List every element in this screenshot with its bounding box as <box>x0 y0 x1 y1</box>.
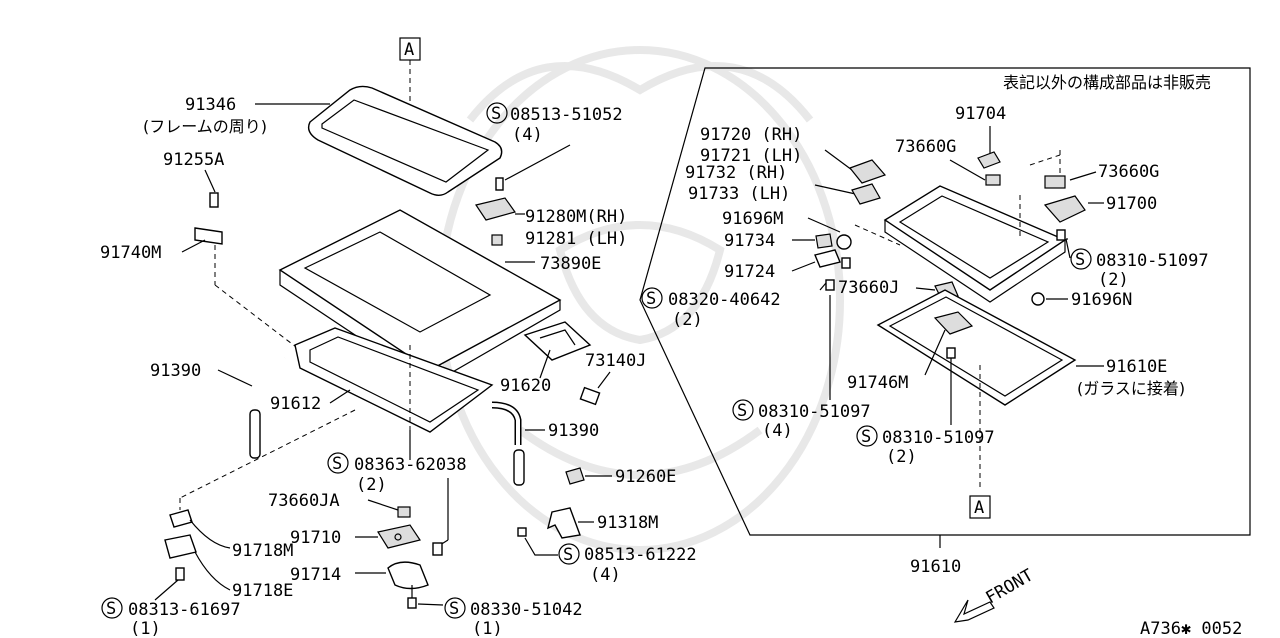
label-91696N: 91696N <box>1071 290 1132 310</box>
note-text: 表記以外の構成部品は非販売 <box>1003 73 1211 92</box>
bracket-91620-part <box>523 321 592 361</box>
label-91714: 91714 <box>290 565 341 585</box>
label-91346: 91346 <box>185 95 236 115</box>
label-08513-61222-qty: (4) <box>590 565 621 585</box>
clip-91718M-part <box>169 509 193 528</box>
label-91724: 91724 <box>724 262 775 282</box>
label-73660G-a: 73660G <box>895 137 956 157</box>
label-91746M: 91746M <box>847 373 908 393</box>
label-91390-right: 91390 <box>548 421 599 441</box>
glass-91610E-part <box>876 289 1077 406</box>
front-arrow-icon <box>953 599 995 623</box>
bracket-91710-part <box>377 524 421 549</box>
label-08513-51052-qty: (4) <box>512 125 543 145</box>
s-mark-08330-51042: S <box>449 599 459 619</box>
clip-91260E-part <box>565 467 585 485</box>
bracket-91746M-part <box>933 311 974 335</box>
label-73140J: 73140J <box>585 351 646 371</box>
label-08330-51042-qty: (1) <box>472 619 503 638</box>
label-73660J: 73660J <box>838 278 899 298</box>
s-mark-08320-40642: S <box>646 289 656 309</box>
s-mark-08310-51097-c: S <box>861 427 871 447</box>
label-91732: 91732 (RH) <box>685 163 787 183</box>
label-91346-note: (フレームの周り) <box>143 117 267 136</box>
clip-91718E-part <box>164 534 197 559</box>
bracket-91700-part <box>1043 195 1086 223</box>
ref-a-bottom-label: A <box>974 498 984 518</box>
bracket-91740M-part <box>194 227 223 245</box>
label-91620: 91620 <box>500 376 551 396</box>
label-08310-51097-c: 08310-51097 <box>882 428 995 448</box>
label-91610: 91610 <box>910 557 961 577</box>
label-91740M: 91740M <box>100 243 161 263</box>
handle-91714-part <box>387 561 429 590</box>
front-label: FRONT <box>983 565 1037 608</box>
frame-91610-part <box>883 185 1067 303</box>
label-08310-51097-c-qty: (2) <box>886 447 917 467</box>
label-73660G-b: 73660G <box>1098 162 1159 182</box>
label-91710: 91710 <box>290 528 341 548</box>
label-08320-40642: 08320-40642 <box>668 290 781 310</box>
s-mark-08313-61697: S <box>106 599 116 619</box>
label-91704: 91704 <box>955 104 1006 124</box>
label-73660JA: 73660JA <box>268 491 340 511</box>
label-91734: 91734 <box>724 231 775 251</box>
label-91610E: 91610E <box>1106 357 1167 377</box>
label-91612: 91612 <box>270 394 321 414</box>
diagram-code: A736✱ 0052 <box>1140 619 1242 638</box>
s-mark-08310-51097-a: S <box>1075 250 1085 270</box>
label-08310-51097-b-qty: (4) <box>762 421 793 441</box>
frame-91612-part <box>294 327 494 433</box>
label-08513-61222: 08513-61222 <box>584 545 697 565</box>
cover-91720-part <box>849 159 887 184</box>
label-91390-left: 91390 <box>150 361 201 381</box>
pad-91704-part <box>977 151 1001 169</box>
label-08310-51097-b: 08310-51097 <box>758 402 871 422</box>
s-mark-08513-51052: S <box>491 104 501 124</box>
label-91280M: 91280M(RH) <box>525 207 627 227</box>
ref-a-bottom-box <box>969 495 991 519</box>
label-08363-62038-qty: (2) <box>356 475 387 495</box>
assembly-box <box>639 67 1251 536</box>
label-08313-61697-qty: (1) <box>130 619 161 638</box>
label-91700: 91700 <box>1106 194 1157 214</box>
label-91718E: 91718E <box>232 581 293 601</box>
label-91260E: 91260E <box>615 467 676 487</box>
label-08330-51042: 08330-51042 <box>470 600 583 620</box>
label-08363-62038: 08363-62038 <box>354 455 467 475</box>
label-91718M: 91718M <box>232 541 293 561</box>
label-08313-61697: 08313-61697 <box>128 600 241 620</box>
hose-91390-left-part <box>249 356 286 459</box>
label-91696M: 91696M <box>722 209 783 229</box>
label-91720: 91720 (RH) <box>700 125 802 145</box>
label-91255A: 91255A <box>163 150 224 170</box>
label-91610E-note: (ガラスに接着) <box>1077 379 1185 398</box>
s-mark-08310-51097-b: S <box>737 401 747 421</box>
label-91318M: 91318M <box>597 513 658 533</box>
label-08320-40642-qty: (2) <box>672 310 703 330</box>
bolt-91255A-part <box>209 192 219 208</box>
bracket-91318M-part <box>546 507 581 539</box>
seal-91346-part <box>307 85 503 196</box>
label-73890E: 73890E <box>540 254 601 274</box>
label-08513-51052: 08513-51052 <box>510 105 623 125</box>
s-mark-08513-61222: S <box>563 545 573 565</box>
label-91733: 91733 (LH) <box>688 184 790 204</box>
label-08310-51097-a: 08310-51097 <box>1096 251 1209 271</box>
ref-a-label: A <box>404 40 414 60</box>
hose-91390-right-part <box>491 401 525 486</box>
label-08310-51097-a-qty: (2) <box>1098 270 1129 290</box>
bracket-91732-part <box>851 183 881 205</box>
bracket-91280M-part <box>475 197 516 221</box>
label-91721: 91721 (LH) <box>700 146 802 166</box>
s-mark-08363-62038: S <box>332 454 342 474</box>
label-91281: 91281 (LH) <box>525 229 627 249</box>
